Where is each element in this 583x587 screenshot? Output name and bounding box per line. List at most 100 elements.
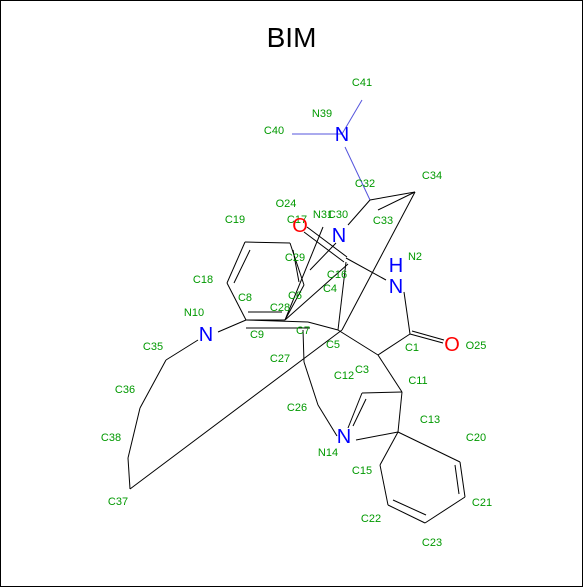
bond-25 <box>424 496 466 524</box>
bond-36 <box>226 241 246 284</box>
bond-lines <box>127 99 466 524</box>
bond-34 <box>217 319 247 333</box>
atom-label-c32: C32 <box>355 178 375 190</box>
bond-8 <box>306 226 348 258</box>
bond-33 <box>302 329 305 363</box>
bond-5 <box>347 199 371 226</box>
bond-42 <box>233 249 251 284</box>
bond-48 <box>139 359 167 409</box>
atom-label-n39: N39 <box>312 108 332 120</box>
atom-label-c18: C18 <box>193 274 213 286</box>
atom-label-c21: C21 <box>472 497 492 509</box>
bond-29 <box>454 464 460 495</box>
heteroatom-n31: N <box>332 225 346 247</box>
atom-label-o25: O25 <box>466 340 487 352</box>
atom-label-c4: C4 <box>323 283 337 295</box>
bond-32 <box>303 361 319 406</box>
atom-label-c20: C20 <box>466 432 486 444</box>
heteroatom-n2: N <box>389 276 403 298</box>
heteroatom-n10: N <box>199 324 213 346</box>
atom-label-c35: C35 <box>143 341 163 353</box>
atom-label-c17: C17 <box>287 214 307 226</box>
atom-label-c29: C29 <box>285 252 305 264</box>
atom-label-c40: C40 <box>264 125 284 137</box>
atom-label-c11: C11 <box>408 375 427 387</box>
bond-6 <box>309 242 337 271</box>
bond-17 <box>377 354 403 393</box>
bond-49 <box>127 407 141 459</box>
bond-22 <box>355 431 399 441</box>
bond-18 <box>361 391 403 394</box>
bond-19 <box>347 392 363 429</box>
atom-label-c6: C6 <box>288 290 302 302</box>
bond-15 <box>337 261 347 331</box>
bond-16 <box>307 321 339 331</box>
bond-24 <box>459 461 466 498</box>
atom-label-c19: C19 <box>225 214 245 226</box>
atom-label-c22: C22 <box>361 513 381 525</box>
bond-39 <box>284 284 305 321</box>
atom-label-n31: N31 <box>313 209 333 221</box>
heteroatom-n39: N <box>335 124 349 146</box>
atom-label-n10: N10 <box>184 307 204 319</box>
bond-43 <box>292 249 300 283</box>
atom-label-c1: C1 <box>405 342 419 354</box>
bond-12 <box>411 330 445 341</box>
bond-51 <box>129 329 343 490</box>
atom-label-c13: C13 <box>420 414 440 426</box>
heteroatom-o24: O <box>292 215 308 237</box>
atom-label-c26: C26 <box>287 402 307 414</box>
atom-label-c38: C38 <box>101 432 121 444</box>
bond-44 <box>245 319 309 323</box>
heteroatom-o25: O <box>444 334 460 356</box>
bond-46 <box>284 226 324 321</box>
atom-label-c33: C33 <box>373 215 393 227</box>
bond-27 <box>379 464 389 506</box>
heteroatom-n14: N <box>337 426 351 448</box>
bond-53 <box>284 263 349 321</box>
bond-31 <box>317 404 338 437</box>
atom-label-c36: C36 <box>115 384 135 396</box>
bond-0 <box>341 99 363 135</box>
atom-label-c16: C16 <box>327 269 347 281</box>
atom-label-c9: C9 <box>250 329 264 341</box>
bond-28 <box>379 431 399 466</box>
atom-label-c8: C8 <box>238 292 252 304</box>
atom-label-c3: C3 <box>355 364 369 376</box>
atom-label-c15: C15 <box>352 465 372 477</box>
bond-47 <box>165 339 199 361</box>
atom-label-c27: C27 <box>270 353 290 365</box>
heteroatom-h2: H <box>389 255 403 277</box>
bond-52 <box>341 191 416 331</box>
bond-20 <box>352 398 367 427</box>
bond-14 <box>337 329 379 356</box>
bond-9 <box>345 257 387 281</box>
bond-10 <box>403 291 411 335</box>
atom-label-c30: C30 <box>328 209 348 221</box>
atom-label-c34: C34 <box>422 170 442 182</box>
bond-50 <box>127 457 131 490</box>
bond-30 <box>392 499 427 516</box>
atom-label-c41: C41 <box>352 77 372 89</box>
atom-label-o24: O24 <box>276 198 297 210</box>
bond-11 <box>409 333 444 344</box>
atom-label-n2: N2 <box>408 251 422 263</box>
bond-23 <box>397 431 461 463</box>
bond-3 <box>369 191 416 201</box>
atom-label-c23: C23 <box>422 537 442 549</box>
bond-2 <box>344 146 371 201</box>
atom-label-c5: C5 <box>326 339 340 351</box>
diagram-title: BIM <box>266 22 317 53</box>
bond-26 <box>387 504 426 524</box>
bond-7 <box>303 231 345 263</box>
bond-21 <box>397 391 403 433</box>
bond-37 <box>244 241 291 244</box>
atom-label-c12: C12 <box>334 370 354 382</box>
atom-label-c37: C37 <box>108 496 128 508</box>
atom-label-c28: C28 <box>270 302 290 314</box>
bond-13 <box>377 333 411 356</box>
atom-label-n14: N14 <box>318 447 338 459</box>
bond-35 <box>226 282 247 321</box>
